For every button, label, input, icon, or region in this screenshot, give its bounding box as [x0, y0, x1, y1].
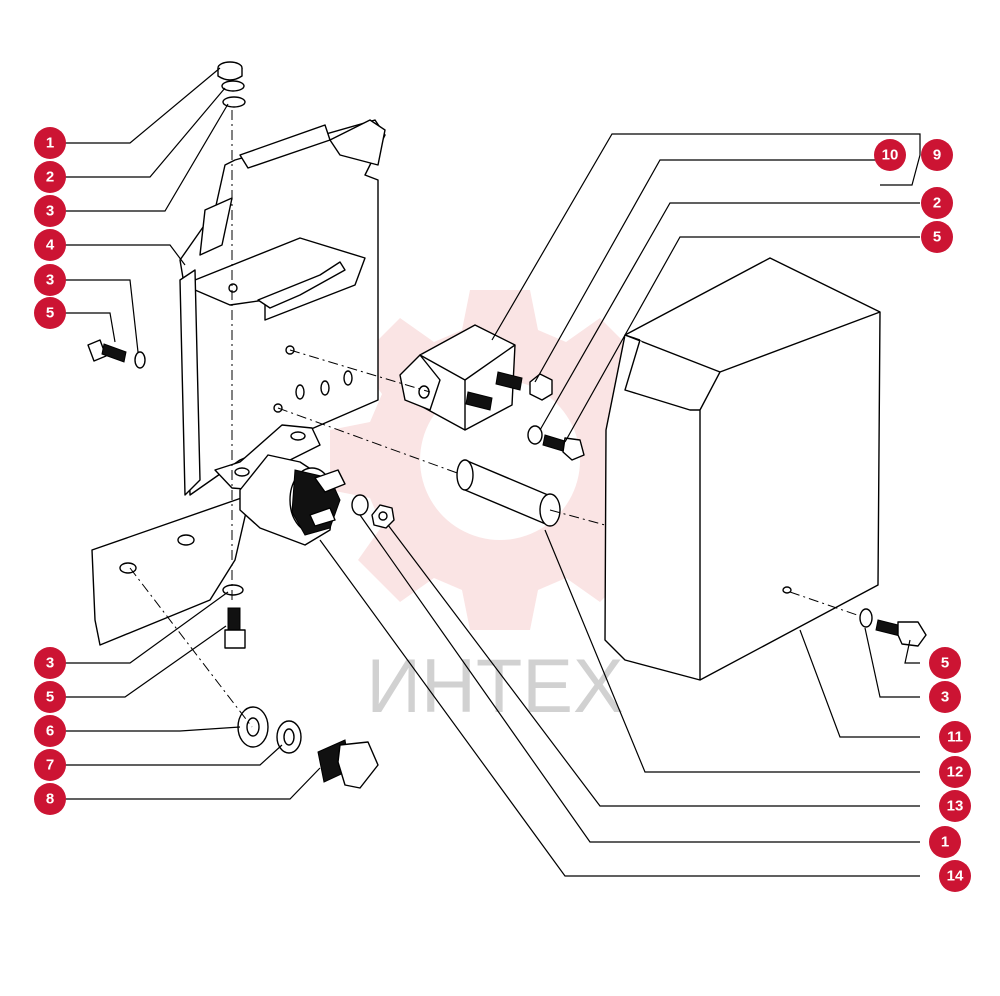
callout-4: 4 [34, 229, 66, 261]
callout-5-right-bottom: 5 [929, 647, 961, 679]
callout-label: 10 [882, 147, 899, 164]
callout-label: 3 [46, 655, 54, 672]
callout-2-top: 2 [34, 161, 66, 193]
axis-lower [129, 567, 253, 728]
callout-label: 8 [46, 791, 54, 808]
callout-label: 11 [947, 729, 963, 746]
callout-6: 6 [34, 715, 66, 747]
callout-label: 7 [46, 757, 54, 774]
callout-label: 13 [947, 798, 964, 815]
axis-horizontal-1 [289, 349, 431, 393]
mounting-bracket [91, 119, 386, 646]
callout-8: 8 [34, 783, 66, 815]
callout-7: 7 [34, 749, 66, 781]
callout-3-left: 3 [34, 264, 66, 296]
callout-label: 1 [941, 834, 949, 851]
callout-label: 5 [46, 305, 54, 322]
protective-cover [604, 257, 881, 681]
callout-label: 4 [46, 237, 55, 254]
washer-left [134, 351, 146, 369]
callout-label: 3 [46, 203, 54, 220]
callout-label: 2 [933, 195, 941, 212]
callout-label: 14 [947, 868, 964, 885]
callout-1-top: 1 [34, 127, 66, 159]
solenoid-relay [214, 424, 346, 546]
callout-3-right: 3 [929, 681, 961, 713]
callout-5-bottom: 5 [34, 681, 66, 713]
hex-bolt-large [317, 739, 379, 789]
callout-label: 12 [947, 764, 964, 781]
axis-horizontal-3 [549, 509, 606, 526]
nut-top [217, 61, 243, 81]
washer-mid [351, 494, 369, 516]
callout-label: 5 [941, 655, 949, 672]
bolt-left [87, 339, 127, 363]
washer-small [527, 425, 543, 445]
callout-2-right: 2 [921, 187, 953, 219]
bolt-right [875, 619, 927, 647]
callout-11: 11 [939, 721, 971, 753]
callout-label: 3 [46, 272, 54, 289]
nut-mid [371, 504, 395, 529]
callout-3-bottom: 3 [34, 647, 66, 679]
callout-label: 6 [46, 723, 54, 740]
callout-9: 9 [921, 139, 953, 171]
bolt-small [542, 434, 585, 461]
axis-horizontal-4 [789, 591, 861, 617]
leader-lines [65, 67, 921, 877]
callout-14: 14 [939, 860, 971, 892]
callout-label: 1 [46, 135, 54, 152]
callout-10: 10 [874, 139, 906, 171]
callout-12: 12 [939, 756, 971, 788]
callout-label: 2 [46, 169, 54, 186]
washer-top-2 [222, 96, 246, 108]
callout-13: 13 [939, 790, 971, 822]
callout-label: 5 [46, 689, 54, 706]
callout-5-left: 5 [34, 297, 66, 329]
callout-1-right: 1 [929, 826, 961, 858]
washer-top-1 [221, 80, 245, 92]
washer-right [859, 608, 873, 628]
callout-label: 3 [941, 689, 949, 706]
axis-horizontal-2 [277, 407, 461, 475]
callout-label: 5 [933, 229, 941, 246]
washer-large [237, 706, 269, 748]
spacer-tube [456, 459, 561, 527]
watermark-text: ИНТЕХ [366, 644, 623, 729]
bolt-bottom [224, 607, 246, 649]
callout-label: 9 [933, 147, 941, 164]
callout-3-top: 3 [34, 195, 66, 227]
rubber-mount-block [399, 324, 523, 431]
lock-washer [276, 720, 302, 754]
callout-5-right-top: 5 [921, 221, 953, 253]
